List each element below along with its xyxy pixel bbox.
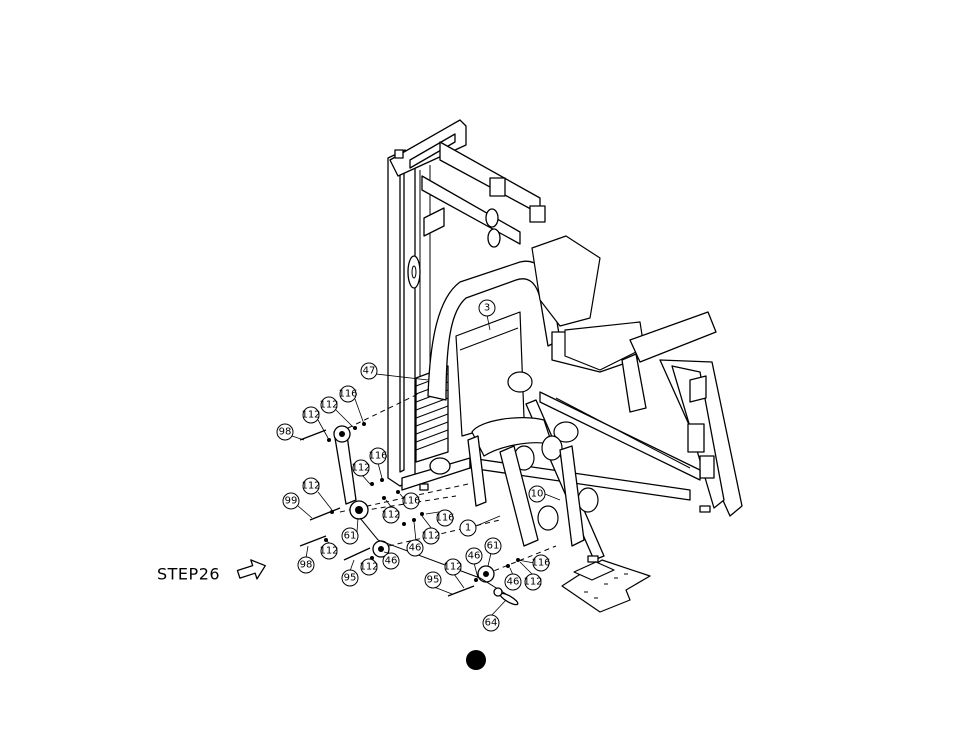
- part-callout-112: 112: [351, 460, 370, 476]
- part-callout-10: 10: [529, 486, 545, 502]
- page-marker-dot: [466, 650, 486, 670]
- callout-number: 61: [344, 531, 357, 542]
- top-bolt-plate: [395, 150, 403, 158]
- bolt-99: [310, 508, 340, 520]
- upper-pulley-b: [488, 229, 500, 247]
- callout-number: 61: [487, 541, 500, 552]
- callout-number: 112: [443, 562, 462, 573]
- part-callout-112: 112: [319, 397, 338, 413]
- part-callout-112: 112: [381, 507, 400, 523]
- callout-number: 98: [279, 427, 292, 438]
- callout-number: 112: [523, 577, 542, 588]
- bolt-95-left: [344, 548, 370, 560]
- upper-pulley-a: [486, 209, 498, 227]
- callout-number: 95: [427, 575, 440, 586]
- callout-number: 46: [468, 551, 481, 562]
- upper-roller-pad: [508, 372, 532, 392]
- bolt-95-right: [448, 586, 474, 596]
- upper-crossbar: [422, 142, 545, 247]
- callout-number: 112: [301, 410, 320, 421]
- part-callout-61: 61: [342, 528, 358, 544]
- callout-number: 116: [531, 558, 550, 569]
- part-callout-46: 46: [505, 574, 521, 590]
- part-callout-112: 112: [319, 543, 338, 559]
- part-callout-46: 46: [407, 540, 423, 556]
- part-callout-46: 46: [466, 548, 482, 564]
- part-callout-112: 112: [359, 559, 378, 575]
- bolt-98-upper: [300, 430, 326, 440]
- callout-number: 99: [285, 496, 298, 507]
- callout-number: 46: [507, 577, 520, 588]
- part-callout-116: 116: [531, 555, 550, 571]
- callout-number: 47: [363, 366, 376, 377]
- part-callout-112: 112: [301, 407, 320, 423]
- callout-number: 1: [465, 523, 471, 534]
- part-callout-112: 112: [421, 528, 440, 544]
- part-callout-116: 116: [368, 448, 387, 464]
- part-callout-98: 98: [298, 557, 314, 573]
- part-callout-61: 61: [485, 538, 501, 554]
- bolt-98-lower: [300, 536, 326, 546]
- part-callout-1: 1: [460, 520, 476, 536]
- callout-number: 112: [319, 400, 338, 411]
- callout-number: 112: [301, 481, 320, 492]
- step-label: STEP26: [157, 565, 220, 584]
- part-callout-116: 116: [401, 493, 420, 509]
- part-callout-46: 46: [383, 553, 399, 569]
- part-callout-47: 47: [361, 363, 377, 379]
- part-callout-3: 3: [479, 300, 495, 316]
- part-callout-112: 112: [523, 574, 542, 590]
- lower-roller-pad: [578, 488, 598, 512]
- callout-number: 112: [381, 510, 400, 521]
- callout-number: 10: [531, 489, 544, 500]
- callout-number: 98: [300, 560, 313, 571]
- part-callout-95: 95: [342, 570, 358, 586]
- part-callout-116: 116: [435, 510, 454, 526]
- part-callout-95: 95: [425, 572, 441, 588]
- step-indicator: STEP26: [157, 556, 268, 584]
- callout-number: 116: [401, 496, 420, 507]
- callout-number: 116: [338, 389, 357, 400]
- callout-number: 46: [409, 543, 422, 554]
- part-callout-116: 116: [338, 386, 357, 402]
- step-arrow-icon: [236, 556, 269, 584]
- part-callout-112: 112: [301, 478, 320, 494]
- callout-number: 116: [368, 451, 387, 462]
- tower-pulley: [408, 256, 420, 288]
- callout-number: 116: [435, 513, 454, 524]
- foot-plate-bracket: [688, 424, 704, 452]
- foot-plate: [562, 560, 650, 612]
- part-callout-99: 99: [283, 493, 299, 509]
- callout-number: 112: [351, 463, 370, 474]
- part-callout-112: 112: [443, 559, 462, 575]
- callout-number: 95: [344, 573, 357, 584]
- callout-number: 46: [385, 556, 398, 567]
- callout-number: 64: [485, 618, 498, 629]
- callout-number: 112: [319, 546, 338, 557]
- callout-number: 3: [484, 303, 490, 314]
- part-callout-64: 64: [483, 615, 499, 631]
- callout-number: 112: [421, 531, 440, 542]
- callout-number: 112: [359, 562, 378, 573]
- part-callout-98: 98: [277, 424, 293, 440]
